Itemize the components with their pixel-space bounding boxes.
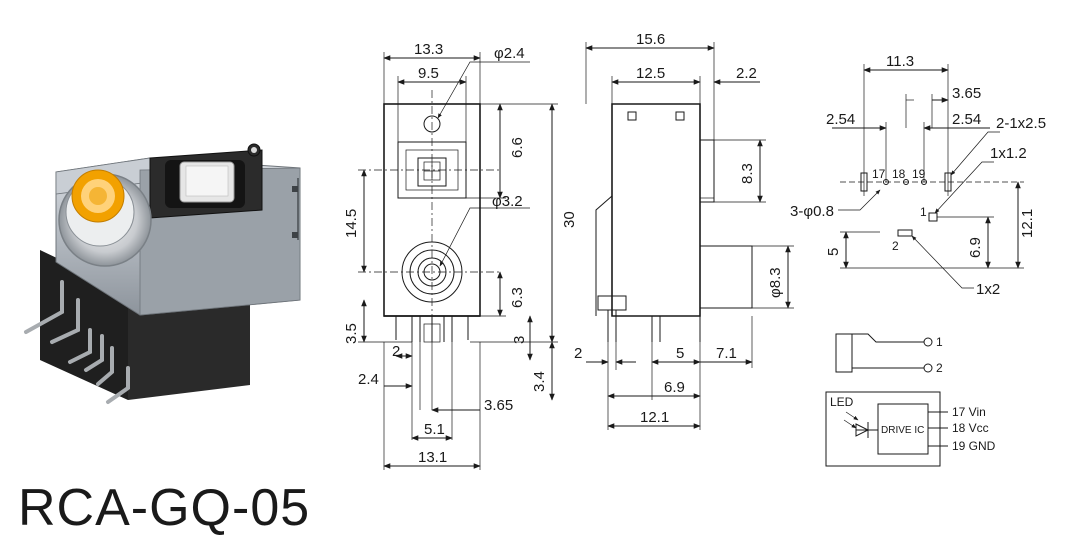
- led-label: LED: [830, 395, 854, 409]
- dim-front-rca-offset: 6.3: [509, 287, 526, 308]
- dim-pcb-pitch-left: 2.54: [826, 111, 855, 128]
- dim-side-total: 15.6: [636, 31, 665, 48]
- pcb-pin-18: 18: [892, 167, 906, 181]
- product-photo: [24, 143, 301, 404]
- dim-side-pin-offset: 2: [574, 345, 582, 362]
- pcb-layout: [832, 64, 1024, 289]
- front-view-labels: 13.3 9.5 φ2.4 6.6 30 14.5 φ3.2 6.3 3.5 3…: [343, 41, 578, 466]
- schematic-labels: 1 2 LED DRIVE IC 17 Vin 18 Vcc 19 GND: [830, 335, 996, 453]
- dim-side-pin-span: 6.9: [664, 379, 685, 396]
- schematic-led-driver: [825, 391, 948, 467]
- schematic-jack: [835, 333, 933, 373]
- dim-front-width-outer: 13.3: [414, 41, 443, 58]
- pcb-layout-labels: 11.3 3.65 2.54 2.54 2-1x2.5 1x1.2 3-φ0.8…: [790, 53, 1046, 298]
- pcb-pin-1: 1: [920, 205, 927, 219]
- dim-front-lead-len: 3.4: [531, 371, 548, 392]
- dim-pcb-pitch-right: 3.65: [952, 85, 981, 102]
- dim-pcb-pitch-right2: 2.54: [952, 111, 981, 128]
- pcb-pin-19: 19: [912, 167, 926, 181]
- side-view-labels: 15.6 12.5 2.2 8.3 φ8.3 2 5 7.1 6.9 12.1: [574, 31, 784, 426]
- pcb-pin-2: 2: [892, 239, 899, 253]
- dim-front-height-total: 30: [561, 211, 578, 228]
- side-view: [585, 42, 794, 430]
- dim-front-pin-gap: 2: [392, 343, 400, 360]
- dim-pcb-y-low: 5: [825, 248, 842, 256]
- dim-side-back: 7.1: [716, 345, 737, 362]
- ic-pin-17: 17 Vin: [952, 405, 986, 419]
- dim-side-base: 12.1: [640, 409, 669, 426]
- dim-front-hole-dia: φ2.4: [494, 45, 525, 62]
- jack-pin-1: 1: [936, 335, 943, 349]
- dim-front-pin-len: 3: [511, 336, 528, 344]
- dim-front-left-height: 14.5: [343, 209, 360, 238]
- dim-pcb-y-mid: 6.9: [967, 237, 984, 258]
- pcb-pin-17: 17: [872, 167, 886, 181]
- ic-label: DRIVE IC: [881, 425, 924, 436]
- dim-side-opt-height: 8.3: [739, 163, 756, 184]
- dim-front-bottom-offset: 2.4: [358, 371, 379, 388]
- dim-front-pin-height: 3.5: [343, 323, 360, 344]
- dim-front-width-inner: 9.5: [418, 65, 439, 82]
- dim-front-span-inner: 5.1: [424, 421, 445, 438]
- dim-pcb-span: 11.3: [886, 53, 914, 70]
- dim-side-pin-gap: 5: [676, 345, 684, 362]
- dim-front-rca-dia: φ3.2: [492, 193, 523, 210]
- dim-pcb-slot-large: 2-1x2.5: [996, 115, 1046, 132]
- dim-side-stub: 2.2: [736, 65, 757, 82]
- dim-front-pitch: 3.65: [484, 397, 513, 414]
- jack-pin-2: 2: [936, 361, 943, 375]
- dim-front-optical-height: 6.6: [509, 137, 526, 158]
- dim-side-rca-dia: φ8.3: [767, 267, 784, 298]
- dim-pcb-y-pin1: 12.1: [1019, 209, 1036, 238]
- dim-pcb-slot-pin2: 1x2: [976, 281, 1000, 298]
- dim-pcb-slot-small: 1x1.2: [990, 145, 1027, 162]
- dim-pcb-hole: 3-φ0.8: [790, 203, 834, 220]
- dim-side-upper: 12.5: [636, 65, 665, 82]
- ic-pin-18: 18 Vcc: [952, 421, 989, 435]
- ic-pin-19: 19 GND: [952, 439, 996, 453]
- model-title: RCA-GQ-05: [18, 479, 311, 537]
- front-view: [358, 52, 558, 470]
- dim-front-span-outer: 13.1: [418, 449, 447, 466]
